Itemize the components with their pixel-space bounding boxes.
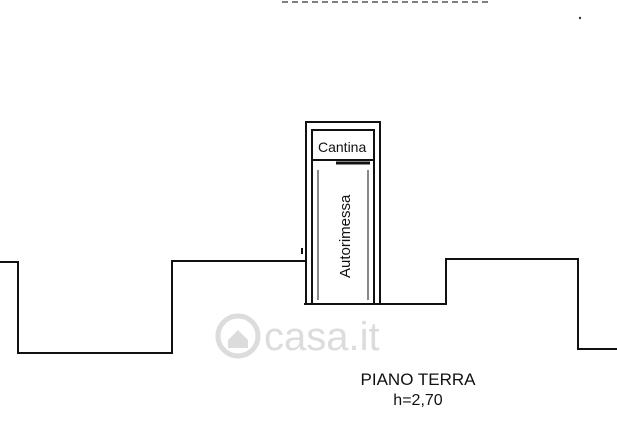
building-outline (0, 258, 617, 354)
right-wall-section (380, 258, 617, 350)
room-label-autorimessa: Autorimessa (337, 194, 354, 278)
watermark: casa.it (215, 313, 380, 359)
garage-outer-wall (305, 121, 381, 304)
left-wall-section (0, 260, 306, 354)
garage-inner-wall (311, 129, 375, 304)
room-label-cantina: Cantina (318, 139, 366, 155)
garage-walls (301, 121, 381, 304)
floor-label: PIANO TERRA (361, 370, 477, 389)
watermark-text: casa.it (264, 315, 380, 359)
scan-marks (282, 1, 582, 20)
height-label: h=2,70 (393, 392, 442, 409)
